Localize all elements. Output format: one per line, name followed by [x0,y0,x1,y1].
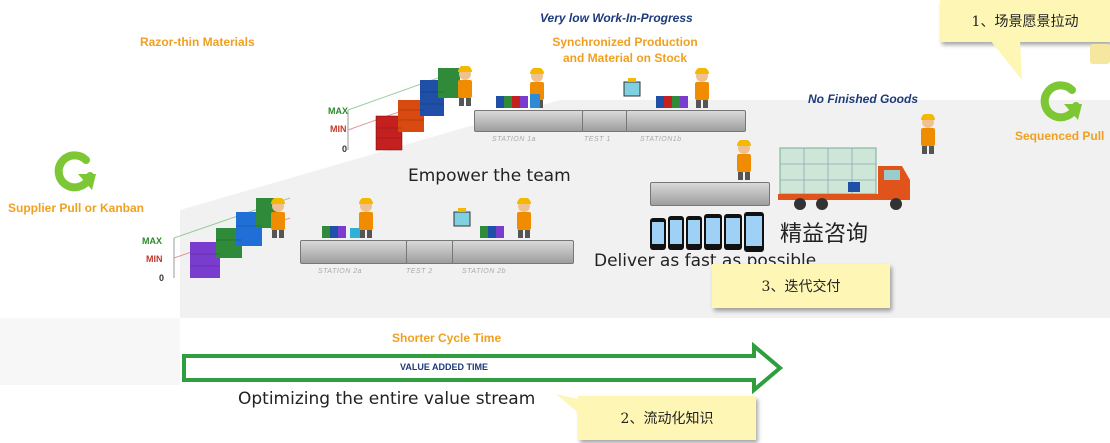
note-1-edge [1090,44,1110,64]
test-1-label: TEST 1 [584,136,611,143]
value-added-label: VALUE ADDED TIME [400,362,489,372]
note-3-iterative-delivery[interactable]: 3、迭代交付 [712,264,890,308]
worker-driver [921,114,935,154]
inventory-stack-bottom [173,197,291,278]
parts-station-2b [480,226,504,238]
station-1a [474,110,584,132]
note-2-pointer [556,394,582,416]
test-1 [582,110,628,132]
note-2-flow-knowledge[interactable]: 2、流动化知识 [578,396,756,440]
note-1-scene-vision[interactable]: 1、场景愿景拉动 [940,0,1110,42]
station-1b-label: STATION1b [640,136,682,143]
supplier-pull-refresh-icon [54,151,96,192]
station-2b-label: STATION 2b [462,268,507,275]
sequenced-pull-refresh-icon [1040,81,1082,122]
delivery-truck [778,147,910,210]
worker-shipping [737,140,751,180]
note-3-text: 3、迭代交付 [761,279,841,295]
max-label-top: MAX [328,106,348,116]
parts-station-1a [496,94,540,108]
zero-label-bottom: 0 [159,273,165,283]
station-2a [300,240,408,264]
worker-bottom-1 [271,198,285,238]
empower-text: Empower the team [408,166,571,186]
max-label-bottom: MAX [142,236,162,246]
razor-thin-label: Razor-thin Materials [140,35,255,49]
note-2-text: 2、流动化知识 [620,411,714,427]
shorter-cycle-label: Shorter Cycle Time [392,331,502,345]
note-1-pointer [990,40,1022,80]
min-label-bottom: MIN [146,254,163,264]
test-monitor-2 [453,208,471,227]
test-monitor-1 [623,78,641,97]
zero-label-top: 0 [342,144,348,154]
sequenced-pull-label: Sequenced Pull [1015,129,1105,143]
jingyi-text: 精益咨询 [780,222,869,247]
test-2 [406,240,454,264]
optimizing-text: Optimizing the entire value stream [238,389,536,409]
test-2-label: TEST 2 [406,268,433,275]
value-added-arrow [182,342,784,394]
phones-row [650,212,764,252]
inventory-stack-top [347,67,467,151]
parts-station-2a [322,226,360,238]
station-1b [626,110,746,132]
supplier-pull-label: Supplier Pull or Kanban [8,201,145,215]
parts-station-1b [656,96,688,108]
no-finished-goods-label: No Finished Goods [808,92,918,106]
station-2a-label: STATION 2a [318,268,363,275]
synchronized-label: Synchronized Production and Material on … [552,35,698,65]
note-1-text: 1、场景愿景拉动 [971,14,1079,30]
station-2b [452,240,574,264]
min-label-top: MIN [330,124,347,134]
station-1a-label: STATION 1a [492,136,537,143]
worker-top-1 [458,66,472,106]
shipping-station [650,182,770,206]
very-low-wip-label: Very low Work-In-Progress [540,11,693,25]
